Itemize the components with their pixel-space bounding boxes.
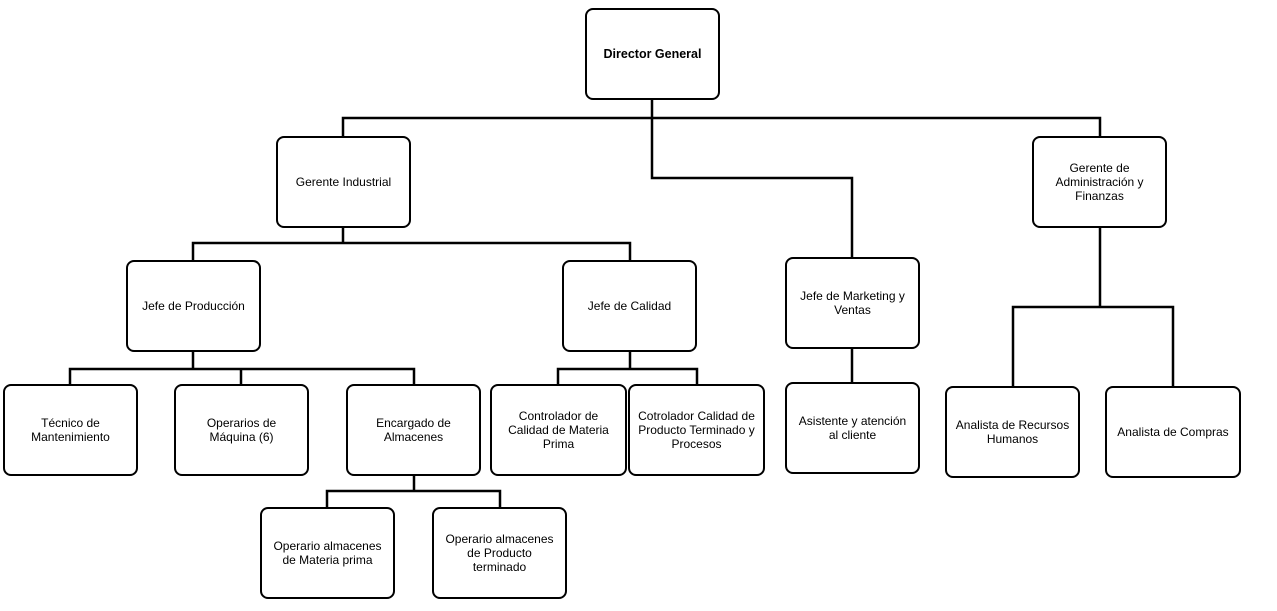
node-asistente-cliente: Asistente y atención al cliente <box>785 382 920 474</box>
node-jefe-produccion: Jefe de Producción <box>126 260 261 352</box>
node-operario-materia-prima: Operario almacenes de Materia prima <box>260 507 395 599</box>
node-controlador-producto-terminado: Cotrolador Calidad de Producto Terminado… <box>628 384 765 476</box>
node-jefe-calidad: Jefe de Calidad <box>562 260 697 352</box>
node-operarios-maquina: Operarios de Máquina (6) <box>174 384 309 476</box>
node-gerente-administracion: Gerente de Administración y Finanzas <box>1032 136 1167 228</box>
node-encargado-almacenes: Encargado de Almacenes <box>346 384 481 476</box>
node-operario-producto-terminado: Operario almacenes de Producto terminado <box>432 507 567 599</box>
node-analista-compras: Analista de Compras <box>1105 386 1241 478</box>
node-analista-rrhh: Analista de Recursos Humanos <box>945 386 1080 478</box>
node-jefe-marketing: Jefe de Marketing y Ventas <box>785 257 920 349</box>
node-director-general: Director General <box>585 8 720 100</box>
node-gerente-industrial: Gerente Industrial <box>276 136 411 228</box>
node-controlador-materia-prima: Controlador de Calidad de Materia Prima <box>490 384 627 476</box>
node-tecnico-mantenimiento: Técnico de Mantenimiento <box>3 384 138 476</box>
